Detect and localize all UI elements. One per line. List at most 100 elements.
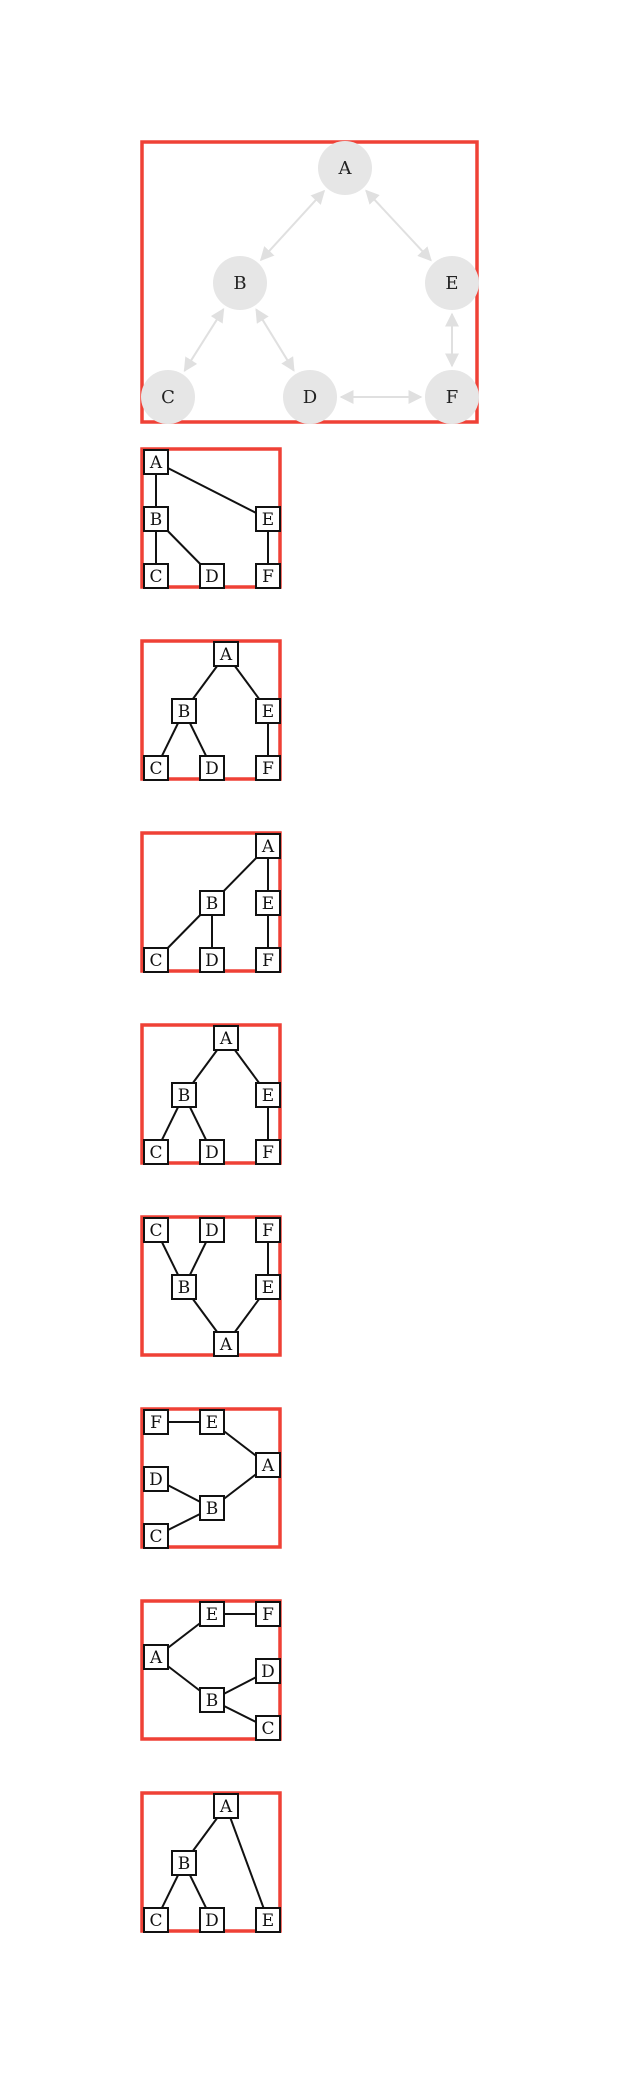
tree-node-label-e: E: [262, 1911, 274, 1931]
tree-node-label-d: D: [205, 759, 219, 779]
tree-node-f: [143, 1409, 169, 1435]
tree-node-label-d: D: [205, 951, 219, 971]
tree-node-c: [255, 1715, 281, 1741]
tree-node-d: [199, 1217, 225, 1243]
tree-node-b: [199, 890, 225, 916]
tree-node-label-b: B: [150, 510, 163, 530]
tree-node-label-f: F: [262, 567, 274, 587]
tree-node-label-b: B: [206, 1499, 219, 1519]
tree-node-a: [143, 449, 169, 475]
graph-node-label-d: D: [303, 387, 317, 408]
tree-node-e: [255, 1274, 281, 1300]
tree-node-c: [143, 755, 169, 781]
tree-node-label-e: E: [262, 510, 274, 530]
graph-node-label-a: A: [338, 158, 353, 179]
tree-node-label-e: E: [262, 1278, 274, 1298]
tree-node-label-c: C: [149, 1143, 162, 1163]
tree-node-label-e: E: [206, 1605, 218, 1625]
graph-node-c: [141, 370, 195, 424]
tree-node-label-a: A: [219, 1797, 233, 1817]
tree-node-label-a: A: [149, 453, 163, 473]
tree-node-label-e: E: [262, 1086, 274, 1106]
tree-node-c: [143, 563, 169, 589]
tree-node-label-f: F: [262, 1221, 274, 1241]
tree-node-label-b: B: [206, 894, 219, 914]
tree-node-f: [255, 755, 281, 781]
graph-node-b: [213, 256, 267, 310]
tree-node-label-a: A: [261, 837, 275, 857]
tree-node-label-d: D: [205, 1221, 219, 1241]
tree-node-label-d: D: [205, 1911, 219, 1931]
tree-node-label-c: C: [149, 951, 162, 971]
tree-node-e: [199, 1409, 225, 1435]
tree-node-c: [143, 1523, 169, 1549]
tree-node-label-f: F: [262, 951, 274, 971]
tree-node-label-a: A: [149, 1648, 163, 1668]
tree-node-b: [199, 1687, 225, 1713]
graph-node-label-c: C: [161, 387, 175, 408]
tree-node-label-f: F: [262, 1143, 274, 1163]
tree-node-label-a: A: [219, 1335, 233, 1355]
graph-node-f: [425, 370, 479, 424]
tree-node-label-e: E: [262, 894, 274, 914]
tree-node-d: [199, 1907, 225, 1933]
tree-node-e: [255, 890, 281, 916]
graph-node-label-f: F: [446, 387, 459, 408]
tree-node-c: [143, 1217, 169, 1243]
tree-node-label-e: E: [262, 702, 274, 722]
tree-node-b: [171, 1274, 197, 1300]
graph-node-d: [283, 370, 337, 424]
tree-node-label-c: C: [149, 1527, 162, 1547]
graph-edge-a-b: [259, 189, 326, 262]
tree-node-c: [143, 947, 169, 973]
tree-node-b: [171, 698, 197, 724]
tree-node-label-f: F: [150, 1413, 162, 1433]
tree-node-label-d: D: [261, 1662, 275, 1682]
tree-node-a: [255, 1452, 281, 1478]
tree-node-f: [255, 563, 281, 589]
graph-node-e: [425, 256, 479, 310]
tree-node-e: [255, 1082, 281, 1108]
tree-node-label-a: A: [219, 645, 233, 665]
tree-node-label-b: B: [178, 1086, 191, 1106]
tree-node-b: [199, 1495, 225, 1521]
tree-node-d: [199, 947, 225, 973]
tree-node-label-b: B: [178, 1854, 191, 1874]
graph-node-label-e: E: [445, 273, 458, 294]
graph-edge-b-c: [183, 308, 225, 372]
tree-node-b: [171, 1850, 197, 1876]
graph-node-label-b: B: [233, 273, 246, 294]
tree-node-f: [255, 947, 281, 973]
tree-node-b: [143, 506, 169, 532]
tree-node-label-a: A: [261, 1456, 275, 1476]
graph-edge-a-e: [365, 189, 432, 262]
tree-node-label-b: B: [206, 1691, 219, 1711]
tree-node-d: [199, 755, 225, 781]
tree-node-d: [143, 1466, 169, 1492]
tree-edge-a-e: [155, 461, 269, 520]
tree-node-e: [255, 698, 281, 724]
tree-node-label-c: C: [149, 759, 162, 779]
tree-node-label-d: D: [149, 1470, 163, 1490]
tree-edge-a-e: [225, 1805, 269, 1921]
graph-node-a: [318, 141, 372, 195]
tree-node-b: [171, 1082, 197, 1108]
tree-node-a: [213, 641, 239, 667]
tree-node-label-b: B: [178, 702, 191, 722]
tree-node-a: [255, 833, 281, 859]
tree-node-e: [255, 506, 281, 532]
tree-node-label-b: B: [178, 1278, 191, 1298]
tree-node-label-c: C: [149, 567, 162, 587]
tree-node-label-d: D: [205, 567, 219, 587]
tree-panel-5: C D F B E A: [140, 1215, 282, 1357]
tree-node-label-c: C: [149, 1221, 162, 1241]
graph-edge-b-d: [255, 308, 295, 372]
tree-node-label-c: C: [149, 1911, 162, 1931]
tree-node-e: [199, 1601, 225, 1627]
tree-node-a: [143, 1644, 169, 1670]
